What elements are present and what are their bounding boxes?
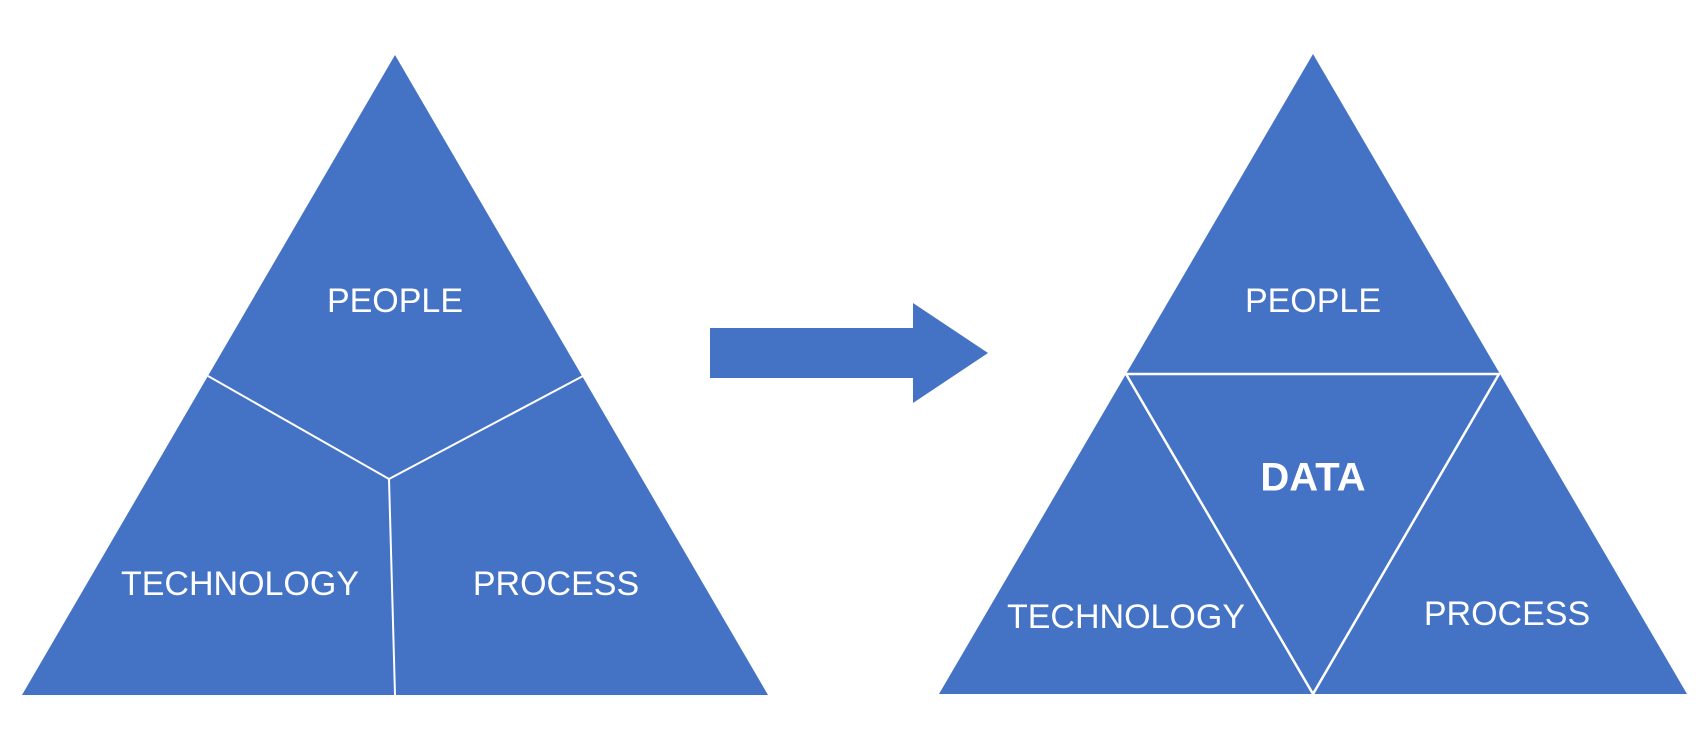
before-people-label: PEOPLE (327, 282, 463, 320)
after-triangle: PEOPLE DATA TECHNOLOGY PROCESS (939, 54, 1687, 697)
after-people-label: PEOPLE (1245, 282, 1381, 320)
before-divider-left (207, 375, 390, 480)
before-triangle: PEOPLE TECHNOLOGY PROCESS (22, 55, 768, 696)
after-process-label: PROCESS (1424, 595, 1590, 633)
right-arrow-icon (710, 303, 988, 403)
before-triangle-shape (22, 55, 768, 695)
arrow-shape (710, 303, 988, 403)
after-inner-data-triangle (1123, 372, 1502, 697)
after-data-label: DATA (1260, 456, 1365, 500)
after-technology-label: TECHNOLOGY (1007, 598, 1245, 636)
before-divider-right (388, 375, 584, 480)
before-process-label: PROCESS (473, 565, 639, 603)
before-technology-label: TECHNOLOGY (121, 565, 359, 603)
before-divider-bottom (388, 478, 396, 696)
